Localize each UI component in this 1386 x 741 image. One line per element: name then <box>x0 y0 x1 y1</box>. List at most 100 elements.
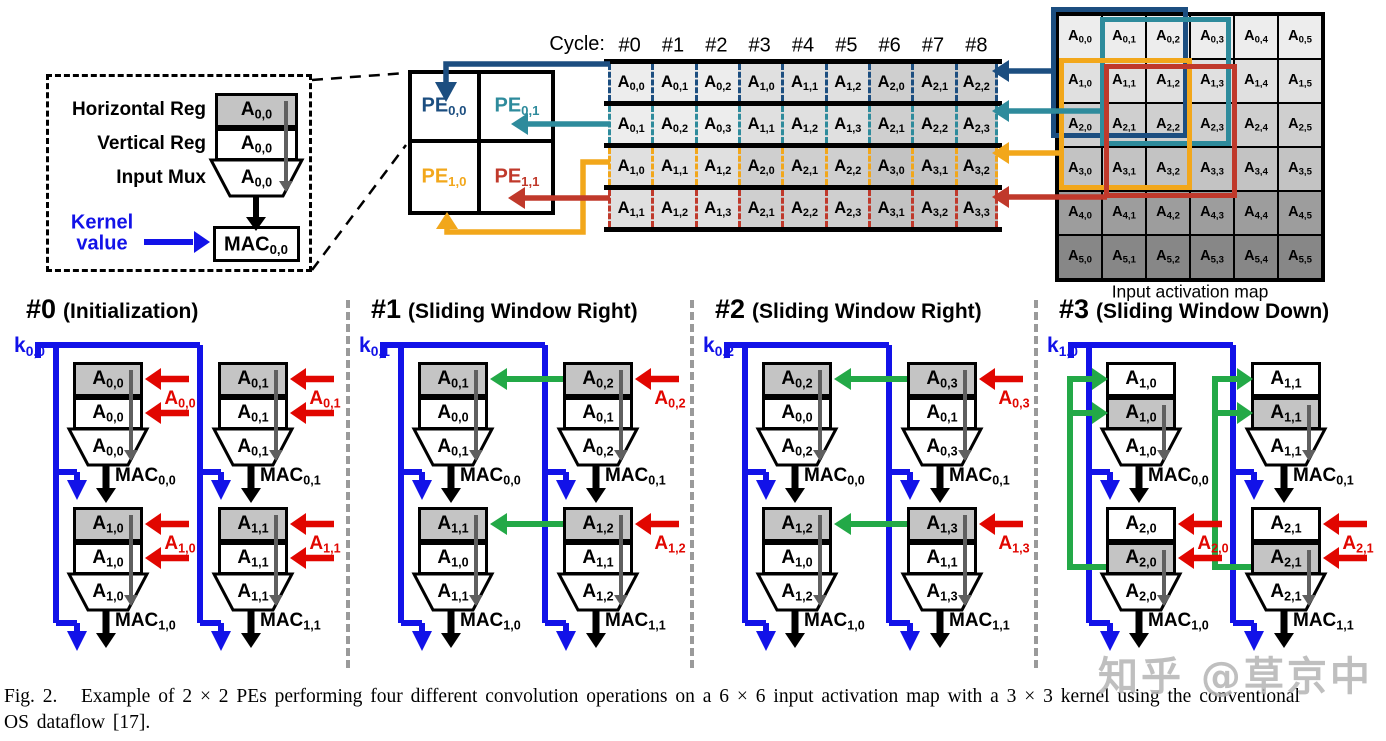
panel1-pe1-input-arrowhead <box>635 368 651 390</box>
panel0-pe1-input-arrowhead <box>290 368 306 390</box>
panel-0-title: #0(Initialization) <box>26 294 198 325</box>
panel3-pe2-vertical-reg-value: A2,0 <box>1125 547 1157 570</box>
legend-zoom-link-top <box>311 71 407 82</box>
panel1-pe2-mux-to-mac-arrowhead <box>441 633 461 648</box>
panel3-pe0-reg-to-mux-arrowhead <box>1157 450 1171 461</box>
figure-caption-line2: OS dataflow [17]. <box>4 712 151 733</box>
panel3-pe2-input-arrowhead <box>1178 513 1194 535</box>
panel2-pe1-mux-to-mac-arrowhead <box>930 488 950 503</box>
panel3-pe3-reg-to-mux-arrowhead <box>1302 595 1316 606</box>
map-cell: A5,3 <box>1190 235 1234 279</box>
kernel-arrowhead <box>900 631 920 651</box>
cycle-cell: A2,1 <box>781 148 825 185</box>
kernel-wire-top <box>724 342 889 358</box>
panel3-pe3-input-value-label: A2,1 <box>1342 533 1374 556</box>
cycle-cell: A1,3 <box>694 190 738 227</box>
shift-arrowhead <box>490 368 507 390</box>
map-cell: A4,2 <box>1146 191 1190 235</box>
panel3-pe2-input-mux-value: A2,0 <box>1125 581 1157 604</box>
cycle-cell: A0,0 <box>608 64 652 101</box>
panel1-pe3-vertical-reg-value: A1,1 <box>582 547 614 570</box>
cycle-number-1: #1 <box>661 34 685 57</box>
panel0-pe2-input-arrowhead <box>145 513 161 535</box>
panel3-pe1-mux-to-mac-arrowhead <box>1274 488 1294 503</box>
panel-3-title: #3(Sliding Window Down) <box>1059 294 1329 325</box>
panel0-pe0-mux-to-mac-arrowhead <box>96 488 116 503</box>
legend-label-horizontal-reg: Horizontal Reg <box>71 99 206 120</box>
panel0-pe3-mux-to-mac-arrowhead <box>241 633 261 648</box>
kernel-window-PE0,1 <box>1100 17 1231 146</box>
panel0-pe0-input-mux-value: A0,0 <box>92 436 124 459</box>
cycle-number-3: #3 <box>748 34 771 57</box>
panel2-pe2-reg-to-mux-arrowhead <box>813 595 827 606</box>
panel1-pe1-input-mux-value: A0,2 <box>582 436 614 459</box>
map-cell: A2,5 <box>1278 103 1322 147</box>
cycle-table-rule-2 <box>604 143 1002 148</box>
panel2-pe0-reg-to-mux-arrowhead <box>813 450 827 461</box>
legend-label-vertical-reg: Vertical Reg <box>97 133 206 154</box>
cycle-cell: A1,3 <box>824 106 868 143</box>
legend-input-mux-value: A0,0 <box>240 167 273 190</box>
cycle-cell: A1,1 <box>651 148 695 185</box>
panel0-pe3-horizontal-reg-value: A1,1 <box>237 513 269 536</box>
cycle-cell: A2,2 <box>954 64 998 101</box>
kernel-arrowhead <box>211 631 231 651</box>
panel2-pe1-horizontal-reg-value: A0,3 <box>926 368 958 391</box>
figure-caption-line1: Fig. 2. Example of 2 × 2 PEs performing … <box>4 686 1300 707</box>
panel1-pe0-mux-to-mac-arrowhead <box>441 488 461 503</box>
cycle-number-7: #7 <box>921 34 945 57</box>
panel2-pe3-mux-to-mac-arrowhead <box>930 633 950 648</box>
cycle-cell: A0,3 <box>694 106 738 143</box>
pe-detail-legend-box <box>46 74 312 272</box>
panel0-pe0-horizontal-reg-value: A0,0 <box>92 368 124 391</box>
cycle-cell: A0,1 <box>608 106 652 143</box>
cycle-cell: A2,0 <box>738 148 782 185</box>
map-cell: A2,1 <box>1102 103 1146 147</box>
panel0-pe1-input-value-label: A0,1 <box>309 388 341 411</box>
panel0-pe3-vertical-reg-value: A1,1 <box>237 547 269 570</box>
kernel-arrowhead <box>67 480 87 500</box>
panel1-pe1-input-value-label: A0,2 <box>654 388 686 411</box>
panel1-pe0-vertical-reg-value: A0,0 <box>437 402 469 425</box>
panel1-pe1-horizontal-reg-value: A0,2 <box>582 368 614 391</box>
cycle-cell: A1,1 <box>738 106 782 143</box>
panel2-pe3-horizontal-reg <box>907 507 977 542</box>
panel3-pe3-input-arrowhead <box>1323 513 1339 535</box>
panel2-pe0-mac-label: MAC0,0 <box>804 465 865 488</box>
panel0-pe2-mac-label: MAC1,0 <box>115 610 176 633</box>
cycle-cell: A0,2 <box>694 64 738 101</box>
kernel-arrowhead <box>556 480 576 500</box>
panel0-pe3-input-value-label: A1,1 <box>309 533 341 556</box>
cycle-cell: A2,1 <box>738 190 782 227</box>
kernel-arrowhead <box>1244 480 1264 500</box>
panel0-pe0-input-arrowhead <box>145 402 161 424</box>
watermark: 知乎 @草京中 <box>1098 654 1373 700</box>
cycle-cell: A3,2 <box>911 190 955 227</box>
panel0-pe0-reg-to-mux-arrowhead <box>124 450 138 461</box>
panel3-pe1-horizontal-reg-value: A1,1 <box>1270 368 1302 391</box>
cycle-cell: A3,1 <box>868 190 912 227</box>
kernel-wire-top <box>1068 342 1233 358</box>
panel1-pe0-input-mux-value: A0,1 <box>437 436 469 459</box>
panel2-pe1-input-mux-value: A0,3 <box>926 436 958 459</box>
legend-mac-label: MAC0,0 <box>224 233 288 258</box>
cycle-cell: A0,1 <box>651 64 695 101</box>
pe-grid-label-3: PE1,1 <box>494 165 540 190</box>
cycle-number-8: #8 <box>965 34 988 57</box>
panel0-pe0-input-value-label: A0,0 <box>164 388 196 411</box>
panel2-pe2-vertical-reg-value: A1,0 <box>781 547 813 570</box>
cycle-table-rule-0 <box>604 59 1002 64</box>
cycle-cell: A3,0 <box>868 148 912 185</box>
kernel-arrowhead <box>1100 480 1120 500</box>
map-cell: A4,1 <box>1102 191 1146 235</box>
panel2-pe0-vertical-reg-value: A0,0 <box>781 402 813 425</box>
panel0-pe3-reg-to-mux-arrowhead <box>269 595 283 606</box>
panel-1-id: #1 <box>371 294 402 324</box>
map-cell: A3,5 <box>1278 147 1322 191</box>
panel1-pe1-mux-to-mac-arrowhead <box>586 488 606 503</box>
cycle-cell: A1,2 <box>824 64 868 101</box>
cycle-table-rule-4 <box>604 227 1002 232</box>
panel0-pe3-input-mux-value: A1,1 <box>237 581 269 604</box>
panel0-pe1-horizontal-reg-value: A0,1 <box>237 368 269 391</box>
panel-separator-1 <box>346 300 350 668</box>
